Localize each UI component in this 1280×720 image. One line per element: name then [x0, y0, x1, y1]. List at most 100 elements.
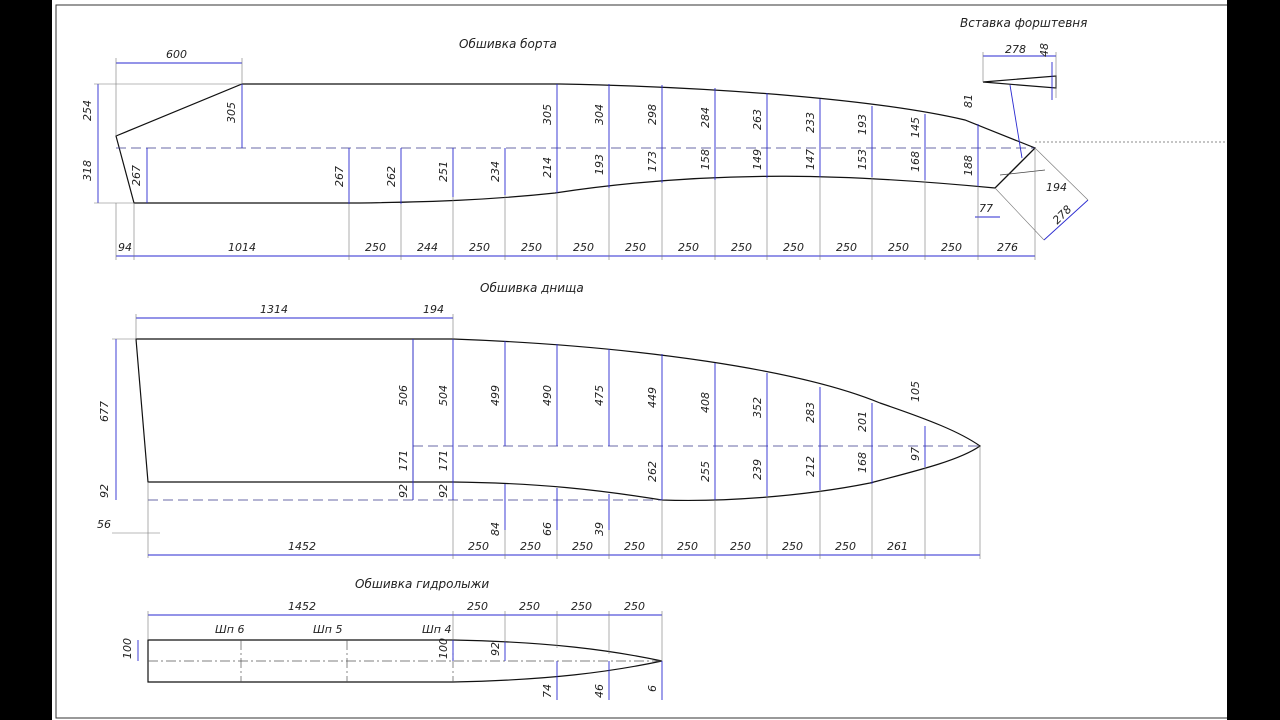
- bottom-lower-label: 262: [646, 461, 659, 482]
- bottom-lower-label: 171: [397, 450, 410, 471]
- side-base-label: 250: [365, 241, 386, 254]
- ski-under-label: 46: [593, 684, 606, 698]
- side-base-label: 1014: [228, 241, 256, 254]
- dim-194-label: 194: [1046, 181, 1067, 194]
- bottom-upper-label: 506: [397, 385, 410, 406]
- side-base-label: 250: [521, 241, 542, 254]
- side-lower-label: 234: [489, 161, 502, 182]
- side-upper-label: 81: [962, 94, 975, 108]
- ski-under-lines: [556, 661, 663, 700]
- bottom-upper-label: 475: [593, 385, 606, 406]
- ski-frame-label: Шп 4: [422, 623, 451, 636]
- ski-top-label: 250: [467, 600, 488, 613]
- bottom-92b-label: 92: [437, 484, 450, 498]
- bottom-upper-label: 105: [909, 381, 922, 402]
- ski-100-left-label: 100: [121, 638, 134, 659]
- bottom-base-label: 250: [730, 540, 751, 553]
- bottom-upper-label: 408: [699, 392, 712, 413]
- dim-278-bow-ext1: [1034, 147, 1089, 201]
- bottom-lower-label: 239: [751, 459, 764, 480]
- bottom-base-label: 261: [887, 540, 908, 553]
- dim-267a-label: 267: [130, 165, 143, 186]
- insert-title: Вставка форштевня: [960, 16, 1087, 30]
- bottom-lower-label: 171: [437, 450, 450, 471]
- side-lower-label: 262: [385, 166, 398, 187]
- side-plating-contour: [115, 83, 1037, 204]
- bottom-upper-label: 504: [437, 385, 450, 406]
- side-base-label: 250: [888, 241, 909, 254]
- ski-plating-title: Обшивка гидролыжи: [355, 577, 489, 591]
- side-lower-label: 147: [804, 149, 817, 170]
- side-upper-label: 304: [593, 104, 606, 125]
- dim-600-label: 600: [166, 48, 187, 61]
- bottom-upper-label: 283: [804, 402, 817, 423]
- dim-278-bow-line: [1043, 199, 1089, 241]
- bottom-plating-title: Обшивка днища: [480, 281, 584, 295]
- bottom-base-label: 250: [835, 540, 856, 553]
- side-lower-label: 173: [646, 151, 659, 172]
- drawing-sheet: Обшивка борта 194 278 77 600 254 318 305…: [52, 0, 1227, 720]
- dim-278-bow-label: 278: [1050, 203, 1074, 227]
- side-bow-cut-aux: [999, 169, 1046, 176]
- side-lower-label: 153: [856, 149, 869, 170]
- side-base-label: 250: [573, 241, 594, 254]
- bottom-upper-label: 201: [856, 411, 869, 432]
- side-lower-label: 168: [909, 151, 922, 172]
- side-upper-label: 233: [804, 112, 817, 133]
- side-bow-arrow: [1009, 84, 1023, 159]
- side-base-label: 244: [417, 241, 438, 254]
- bottom-upper-label: 499: [489, 385, 502, 406]
- ski-top-label: 250: [519, 600, 540, 613]
- bottom-base-label: 1452: [288, 540, 316, 553]
- bottom-upper-label: 352: [751, 397, 764, 418]
- dim-56-label: 56: [97, 518, 111, 531]
- bottom-lower-label: 255: [699, 461, 712, 482]
- side-upper-label: 263: [751, 109, 764, 130]
- bottom-base-label: 250: [677, 540, 698, 553]
- side-lower-label: 149: [751, 149, 764, 170]
- bottom-under-label: 39: [593, 522, 606, 536]
- dim-92-left-label: 92: [98, 484, 111, 498]
- bottom-lower-label: 168: [856, 452, 869, 473]
- side-station-lines: [348, 84, 979, 204]
- bottom-base-label: 250: [624, 540, 645, 553]
- side-base-label: 250: [678, 241, 699, 254]
- side-base-ticks: [115, 148, 1036, 260]
- bottom-92a-label: 92: [397, 484, 410, 498]
- dim-77-label: 77: [979, 202, 993, 215]
- bottom-under-label: 66: [541, 522, 554, 536]
- bottom-base-ticks: [452, 446, 981, 559]
- side-lower-label: 158: [699, 149, 712, 170]
- bottom-under-label: 84: [489, 522, 502, 536]
- side-base-label: 250: [731, 241, 752, 254]
- ski-frame-label: Шп 5: [313, 623, 342, 636]
- bottom-base-label: 250: [520, 540, 541, 553]
- bottom-lower-label: 212: [804, 456, 817, 477]
- dim-1314-label: 1314: [260, 303, 288, 316]
- bottom-base-label: 250: [572, 540, 593, 553]
- drawing-frame: [55, 4, 1227, 719]
- dim-677-label: 677: [98, 401, 111, 422]
- ski-100-label: 100: [437, 638, 450, 659]
- dim-318-label: 318: [81, 160, 94, 181]
- side-base-label: 250: [783, 241, 804, 254]
- ski-top-label: 250: [571, 600, 592, 613]
- side-upper-label: 305: [541, 104, 554, 125]
- side-base-label: 250: [625, 241, 646, 254]
- side-plating-title: Обшивка борта: [459, 37, 557, 51]
- bottom-upper-label: 490: [541, 385, 554, 406]
- bottom-lower-label: 97: [909, 447, 922, 461]
- side-upper-label: 193: [856, 114, 869, 135]
- side-base-label: 250: [469, 241, 490, 254]
- shell-plating-drawing: Обшивка борта 194 278 77 600 254 318 305…: [55, 4, 1227, 719]
- insert-contour: [982, 75, 1057, 89]
- ski-under-label: 74: [541, 684, 554, 698]
- dim-194-top-label: 194: [423, 303, 444, 316]
- side-upper-label: 298: [646, 104, 659, 125]
- side-bow-cut: [994, 147, 1036, 189]
- side-lower-label: 193: [593, 154, 606, 175]
- side-upper-label: 284: [699, 107, 712, 128]
- bottom-base-label: 250: [782, 540, 803, 553]
- side-upper-label: 145: [909, 117, 922, 138]
- insert-278-label: 278: [1005, 43, 1026, 56]
